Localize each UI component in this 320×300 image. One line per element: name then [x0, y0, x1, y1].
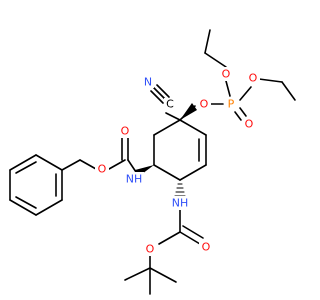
bond-o-ch2-right — [258, 78, 283, 83]
atom-cyano-n: N — [144, 76, 152, 89]
bond-ch2-ch3-left — [204, 29, 211, 54]
bond-p-oxo-a — [239, 107, 247, 117]
bond-cq-me1 — [124, 267, 151, 281]
bond-ring-c3-c4 — [179, 164, 207, 181]
atom-p-oxo: O — [245, 118, 254, 131]
atom-nh-top: NH — [126, 173, 143, 186]
bond-cbz-c-oester — [108, 159, 126, 170]
bond-nh-top-carbonyl — [127, 159, 137, 173]
bond-p-o-left — [225, 80, 231, 97]
bond-oester-ch2 — [79, 159, 97, 170]
stereo-bond-layer — [135, 103, 197, 197]
bond-cn-triple-c — [150, 90, 164, 104]
bond-ring-c4-c5 — [153, 164, 181, 181]
bond-p-oxo-b — [234, 111, 242, 121]
bond-o-ch2-left — [204, 52, 227, 68]
atom-boc-carbonyl-o: O — [202, 241, 211, 254]
bond-ph-4-5 — [9, 199, 37, 216]
atom-p-oet-left: O — [222, 68, 231, 81]
bond-cn-triple-b — [156, 84, 170, 98]
atom-ester-o: O — [200, 98, 209, 111]
atom-cbz-carbonyl-o: O — [121, 125, 130, 138]
bond-p-o-right — [239, 86, 252, 101]
atom-boc-ester-o: O — [146, 243, 155, 256]
atom-nh-bottom: NH — [172, 197, 189, 210]
hash-c4-nh — [174, 183, 186, 197]
wedge-c1-o — [180, 103, 197, 120]
atom-phosphorus: P — [228, 98, 235, 111]
bond-boc-c-o-a — [179, 231, 201, 245]
bond-ch2-ch3-right — [281, 81, 296, 101]
atom-cbz-ester-o: O — [98, 163, 107, 176]
bond-ring-c1-c2 — [179, 119, 207, 136]
bond-ch2-phenyl — [61, 159, 81, 171]
bond-boc-c-oester — [158, 231, 181, 245]
bond-boc-c-o-b — [182, 225, 204, 239]
atom-label-layer: C N O P O O O NH O O NH O O — [95, 67, 260, 256]
molecule-structure: C N O P O O O NH O O NH O O — [9, 29, 296, 295]
bond-ph-1-2 — [35, 154, 63, 171]
atom-p-oet-right: O — [249, 72, 258, 85]
bond-ring-c6-c1 — [153, 119, 181, 136]
bond-ph-2-3 — [9, 154, 37, 171]
bond-c1-cn — [165, 112, 181, 121]
bond-ph-inner-b — [15, 196, 37, 209]
bond-ph-inner-a — [15, 161, 37, 174]
atom-cyano-c: C — [166, 98, 174, 111]
bond-cq-me3 — [149, 267, 177, 283]
bond-ph-5-6 — [35, 199, 63, 216]
